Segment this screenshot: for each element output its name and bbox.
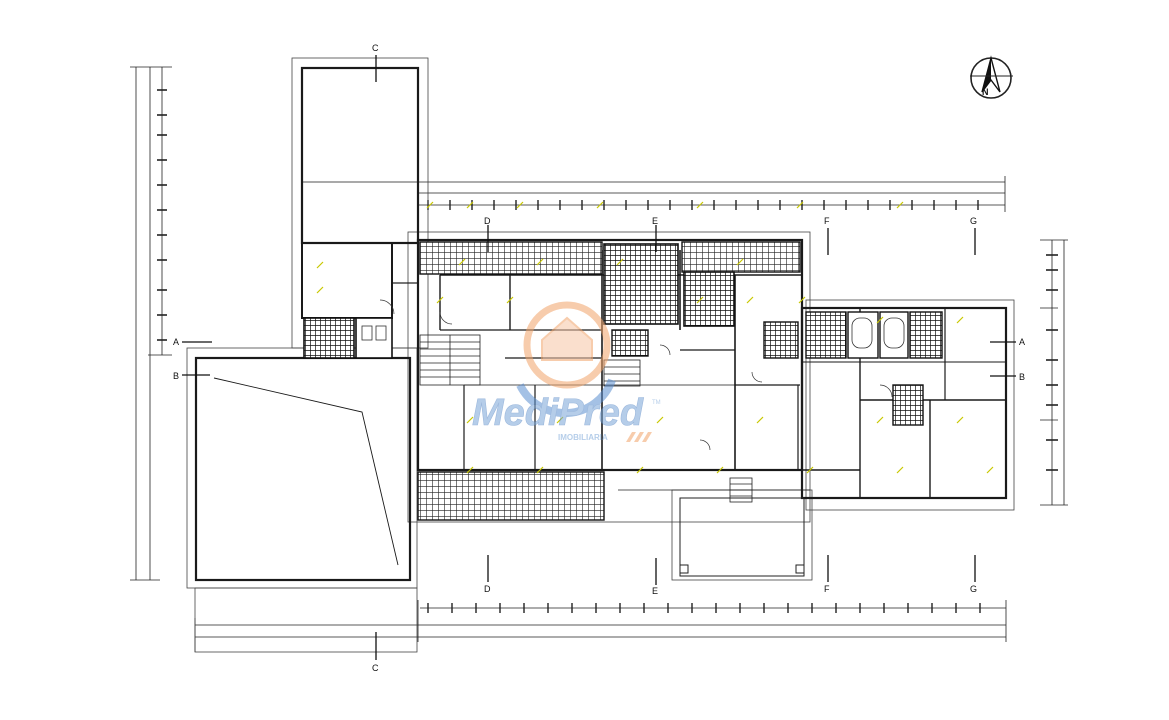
svg-text:A: A (1019, 337, 1025, 347)
north-wing (300, 66, 420, 319)
dimension-tick (466, 466, 474, 474)
svg-text:C: C (372, 43, 379, 53)
svg-text:F: F (824, 584, 830, 594)
tiled-bathroom-nw (303, 317, 393, 359)
entrance-porch (618, 489, 810, 577)
dimension-tick (466, 201, 474, 209)
section-label-f-bottom: F (824, 584, 830, 594)
staircase-west (419, 334, 481, 386)
dimension-tick (596, 201, 604, 209)
section-label-f-top: F (824, 216, 830, 226)
dimension-tick (556, 416, 564, 424)
dimension-tick (756, 416, 764, 424)
left-dimension-lines (130, 66, 172, 581)
dimension-tick (956, 416, 964, 424)
dimension-tick (316, 286, 324, 294)
right-dimension-lines (1040, 239, 1068, 506)
svg-text:D: D (484, 584, 491, 594)
svg-text:A: A (173, 337, 179, 347)
section-label-b-left: B (173, 371, 179, 381)
tiled-balcony-south (417, 471, 605, 521)
section-label-d-bottom: D (484, 584, 491, 594)
dimension-tick (696, 201, 704, 209)
svg-text:F: F (824, 216, 830, 226)
tiled-balcony-north (419, 241, 801, 275)
door-swings (379, 299, 893, 451)
dimension-tick (656, 416, 664, 424)
dimension-tick (876, 316, 884, 324)
dimension-tick (716, 466, 724, 474)
section-label-a-right: A (1019, 337, 1025, 347)
dimension-tick (806, 466, 814, 474)
watermark-logo: MediPred TM IMOBILIARIA (472, 301, 661, 442)
north-arrow-icon: N (970, 55, 1013, 99)
tiled-bathrooms-east (805, 311, 943, 426)
dimension-tick (636, 466, 644, 474)
svg-text:C: C (372, 663, 379, 673)
house-icon (516, 301, 616, 418)
dimension-tick (986, 466, 994, 474)
svg-text:E: E (652, 216, 658, 226)
section-label-g-top: G (970, 216, 977, 226)
svg-text:B: B (1019, 372, 1025, 382)
top-dimension-lines (417, 176, 1006, 212)
dimension-tick (536, 258, 544, 266)
section-label-c-bottom: C (372, 663, 379, 673)
section-label-g-bottom: G (970, 584, 977, 594)
dimension-tick (506, 296, 514, 304)
dimension-tick (746, 296, 754, 304)
dimension-markers (316, 201, 994, 474)
stripes-icon (626, 432, 652, 442)
watermark-subtitle: IMOBILIARIA (558, 433, 608, 442)
section-label-e-top: E (652, 216, 658, 226)
svg-text:E: E (652, 586, 658, 596)
dimension-tick (516, 201, 524, 209)
dimension-tick (956, 316, 964, 324)
watermark-trademark: TM (652, 400, 661, 406)
right-dimension-ticks (1046, 254, 1058, 471)
dimension-tick (736, 258, 744, 266)
dimension-tick (316, 261, 324, 269)
section-label-e-bottom: E (652, 586, 658, 596)
dimension-tick (896, 466, 904, 474)
dimension-tick (466, 416, 474, 424)
svg-text:B: B (173, 371, 179, 381)
svg-text:G: G (970, 216, 977, 226)
section-label-b-right: B (1019, 372, 1025, 382)
dimension-tick (796, 201, 804, 209)
dimension-tick (616, 258, 624, 266)
dimension-tick (458, 258, 466, 266)
dimension-tick (896, 201, 904, 209)
section-label-c-top: C (372, 43, 379, 53)
dimension-tick (426, 201, 434, 209)
section-label-d-top: D (484, 216, 491, 226)
east-wing-walls (800, 306, 1008, 500)
dimension-tick (876, 416, 884, 424)
dimension-tick (696, 296, 704, 304)
dimension-tick (436, 296, 444, 304)
section-cut-lines (182, 55, 1016, 660)
terrace-block (194, 356, 412, 582)
section-label-a-left: A (173, 337, 179, 347)
left-dimension-ticks (157, 89, 167, 341)
dimension-tick (536, 466, 544, 474)
svg-text:D: D (484, 216, 491, 226)
watermark-brand: MediPred (472, 392, 644, 434)
dimension-tick (798, 296, 806, 304)
tiled-kitchen-core (603, 243, 799, 359)
svg-text:G: G (970, 584, 977, 594)
north-label: N (982, 87, 989, 97)
bottom-dimension-ticks (427, 603, 981, 613)
